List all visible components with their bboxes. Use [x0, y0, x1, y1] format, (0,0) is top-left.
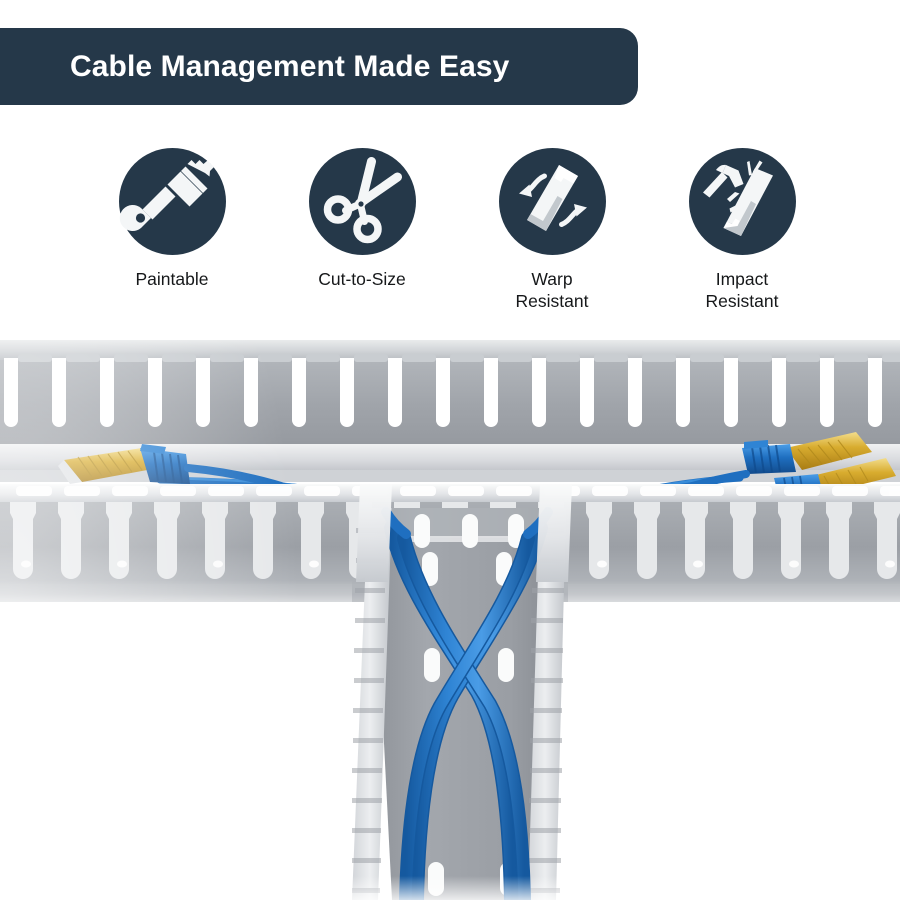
feature-item-impact-resistant: Impact Resistant [662, 148, 822, 313]
warp-arrows-duct-icon [518, 165, 587, 231]
feature-label: Impact Resistant [705, 269, 779, 312]
vertical-cable-bundle [381, 507, 553, 900]
feature-item-paintable: Paintable [92, 148, 252, 290]
feature-icon-badge [308, 148, 416, 255]
feature-icon-badge [118, 148, 226, 255]
paintbrush-icon [119, 160, 214, 231]
scissors-icon [323, 157, 402, 244]
duct-assembly-illustration [0, 332, 900, 900]
feature-label: Warp Resistant [515, 269, 589, 312]
headline-banner: Cable Management Made Easy [0, 28, 638, 105]
front-duct-overlap-fingers [356, 484, 572, 582]
feature-item-warp-resistant: Warp Resistant [472, 148, 632, 313]
feature-icon-badge [688, 148, 796, 255]
feature-icon-badge [498, 148, 606, 255]
feature-list: Paintable [92, 148, 822, 313]
feature-label: Paintable [135, 269, 209, 289]
feature-label: Cut-to-Size [318, 269, 406, 289]
page-title: Cable Management Made Easy [70, 49, 510, 83]
hammer-strike-duct-icon [702, 160, 773, 236]
feature-item-cut-to-size: Cut-to-Size [282, 148, 442, 290]
product-photo [0, 332, 900, 900]
